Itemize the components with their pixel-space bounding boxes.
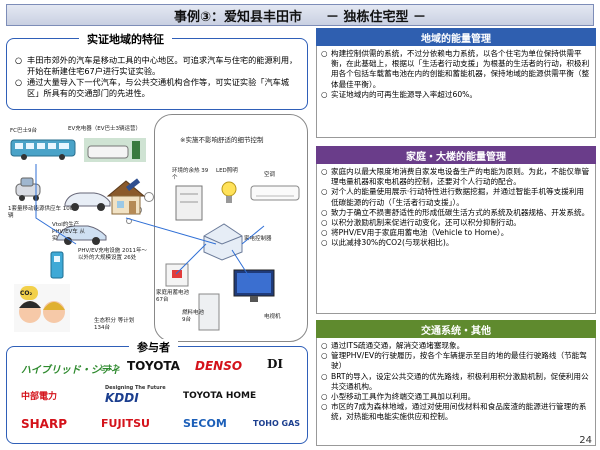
logo-denso: DENSO — [195, 359, 243, 373]
storage-caption: 家庭用蓄电池 67台 — [156, 290, 190, 303]
panel-item: 家庭内以最大限度地消费自家发电设备生产的电能为原则。为此，不能仅靠管理电量机器和… — [321, 167, 591, 187]
connection-lines — [35, 164, 265, 279]
participants-heading: 参与者 — [129, 339, 178, 355]
panel-item: BRT的导入，设定公共交通的优先路线，积极利用积分激励机制，促使利用公共交通机构… — [321, 372, 591, 392]
heat-caption: 环境的余热 39个 — [172, 168, 209, 181]
panel-item: 市区的7成为森林地域，通过对使用间伐材料和食品废渣的能源进行管理的系统，对热能和… — [321, 402, 591, 422]
bus-icon — [10, 139, 76, 160]
page-number: 24 — [579, 435, 592, 446]
tv-caption: 电视机 — [264, 314, 281, 320]
phv-car-icon — [64, 192, 111, 211]
region-feature-item: 丰田市郊外的汽车是移动工具的中心地区。可追求汽车与住宅的能源利用，开始在新建住宅… — [15, 55, 301, 77]
regional-energy-panel: 地域的能量管理 构建控制供需的系统，不过分依赖电力系统，以各个住宅为单位保持供需… — [316, 28, 596, 138]
hems-caption: 家电控制器 — [244, 236, 272, 242]
panel-item: 致力于确立不损害舒适性的形成低碳生活方式的系统及机器规格、开发系统。 — [321, 208, 591, 218]
tv-icon — [233, 269, 275, 302]
storage-battery-icon — [165, 263, 189, 287]
page-title-main: 事例③：爱知县丰田市 — [173, 9, 302, 25]
transport-heading: 交通系统・其他 — [316, 320, 596, 338]
region-features-list: 丰田市郊外的汽车是移动工具的中心地区。可追求汽车与住宅的能源利用，开始在新建住宅… — [15, 55, 301, 99]
co2-label: CO₂ — [20, 290, 33, 297]
regional-energy-heading: 地域的能量管理 — [316, 28, 596, 46]
house-icon — [106, 178, 146, 215]
page-title-type: － 独栋住宅型 － — [325, 9, 427, 25]
fuel-cell-icon — [198, 293, 220, 331]
panel-item: 通过ITS疏通交通，解消交通堵塞现象。 — [321, 341, 591, 351]
logo-fujitsu: FUJITSU — [101, 417, 150, 430]
ev-charger-caption: EV充电器（EV巴士3辆运营） — [68, 126, 141, 132]
light-bulb-icon — [221, 181, 237, 203]
home-building-energy-panel: 家庭・大楼的能量管理 家庭内以最大限度地消费自家发电设备生产的电能为原则。为此，… — [316, 146, 596, 314]
logo-toyota: TOYOTA — [127, 359, 180, 373]
family-icon — [14, 284, 70, 332]
phv-ev-caption: Vtol的生产 PHV/EV车 从实 — [52, 222, 86, 242]
thought-dot — [144, 192, 154, 202]
aircon-caption: 空调 — [264, 172, 276, 178]
participants-box: 参与者 ハイブリッド・シティ とよた TOYOTA DENSO DI 中部電力 … — [6, 339, 308, 444]
panel-item: 构建控制供需的系统，不过分依赖电力系统，以各个住宅为单位保持供需平衡，在此基础上… — [321, 49, 591, 90]
kddi-tagline: Designing The Future — [105, 385, 166, 391]
logo-hybrid-city-sub: とよた — [99, 364, 120, 372]
region-feature-item: 通过大量导入下一代汽车，与公共交通机构合作等，可实证实验「汽车城区」所具有的交通… — [15, 77, 301, 99]
home-building-energy-body: 家庭内以最大限度地消费自家发电设备生产的电能为原则。为此，不能仅靠管理电量机器和… — [316, 164, 596, 314]
transport-panel: 交通系统・其他 通过ITS疏通交通，解消交通堵塞现象。 管理PHV/EV的行驶履… — [316, 320, 596, 446]
led-caption: LED照明 — [216, 168, 238, 174]
charger-count-caption: PHV/EV充电设施 2011年～以外的大规模设置 26处 — [78, 248, 148, 261]
small-ev-icon — [15, 177, 41, 201]
panel-item: 实证地域内的可再生能源导入率超过60%。 — [321, 90, 591, 100]
phv-car-icon-2 — [56, 225, 107, 245]
logo-toho-gas: TOHO GAS — [253, 419, 301, 428]
panel-item: 管理PHV/EV的行驶履历，按各个车辆提示至目的地的最佳行驶路线（节能驾驶） — [321, 351, 591, 371]
fc-bus-caption: FC巴士9台 — [10, 128, 38, 134]
logo-chubu-electric: 中部電力 — [21, 392, 58, 402]
region-features-box: 实证地域的特征 丰田市郊外的汽车是移动工具的中心地区。可追求汽车与住宅的能源利用… — [6, 31, 308, 110]
transport-body: 通过ITS疏通交通，解消交通堵塞现象。 管理PHV/EV的行驶履历，按各个车辆提… — [316, 338, 596, 446]
panel-item: 以积分激励机制来促进行动变化，还可以积分抑制行动。 — [321, 218, 591, 228]
fuel-cell-caption: 燃料电池 9台 — [182, 310, 205, 323]
ev-charging-photo-icon — [84, 138, 146, 162]
panel-item: 将PHV/EV用于家庭用蓄电池（Vehicle to Home）。 — [321, 228, 591, 238]
logo-di: DI — [267, 357, 284, 371]
logo-kddi: KDDI — [105, 391, 139, 405]
control-note: ※实施不影响舒适的细节控制 — [180, 136, 264, 144]
panel-item: 小型移动工具作为终端交通工具加以利用。 — [321, 392, 591, 402]
page-title: 事例③：爱知县丰田市 － 独栋住宅型 － — [6, 4, 594, 26]
heat-pump-icon — [175, 185, 203, 221]
thought-bubble — [154, 114, 308, 342]
charging-station-icon — [50, 251, 64, 279]
logo-secom: SECOM — [183, 417, 227, 430]
system-illustration: ※实施不影响舒适的细节控制 FC巴士9台 EV充电器（EV巴士3辆运营） 1套量… — [6, 114, 308, 342]
regional-energy-body: 构建控制供需的系统，不过分依赖电力系统，以各个住宅为单位保持供需平衡，在此基础上… — [316, 46, 596, 138]
panel-item: 以此减排30%的CO2(与现状相比)。 — [321, 238, 591, 248]
logo-toyota-home: TOYOTA HOME — [183, 391, 257, 401]
air-conditioner-icon — [250, 185, 300, 201]
panel-item: 对个人的能量使用展示·行动特性进行数据挖掘，并通过智能手机等支援利用低碳能源的行… — [321, 187, 591, 207]
eco-points-caption: 生态积分 等计划 134台 — [94, 318, 135, 331]
logo-sharp: SHARP — [21, 417, 68, 431]
home-building-energy-heading: 家庭・大楼的能量管理 — [316, 146, 596, 164]
region-features-heading: 实证地域的特征 — [79, 31, 172, 47]
personal-mobility-caption: 1套量移动能源供应车 100辆 — [8, 206, 74, 219]
logo-hybrid-city: ハイブリッド・シティ — [21, 365, 121, 376]
